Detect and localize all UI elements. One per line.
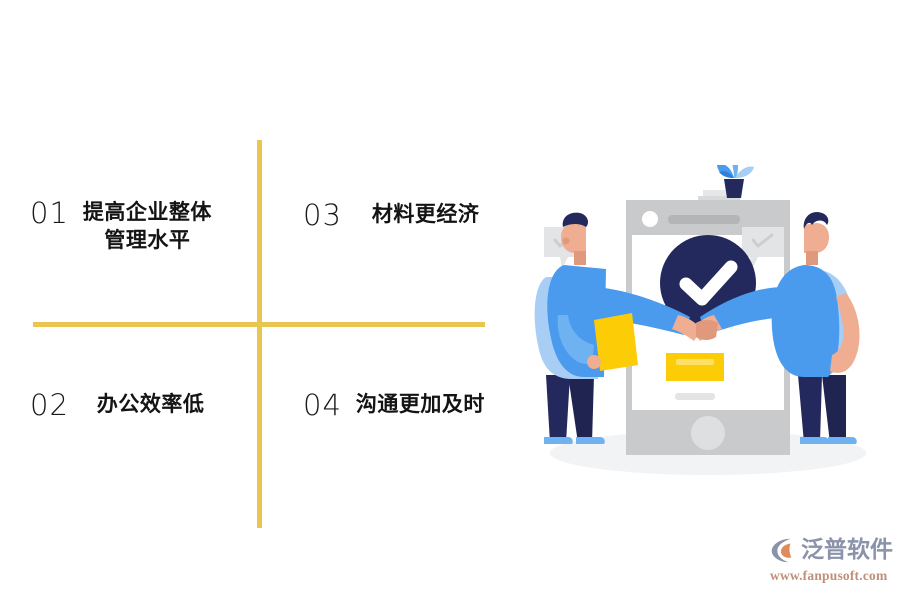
phone-speaker: [668, 215, 740, 224]
person-right-shirt: [771, 265, 840, 377]
plant-leaf-left-inner: [719, 171, 734, 178]
quadrant-label-01-line1: 提高企业整体: [82, 200, 212, 224]
quadrant-label-01: 提高企业整体 管理水平: [83, 198, 212, 255]
person-right-shoe-front: [800, 437, 829, 444]
watermark-top-row: 泛普软件: [768, 534, 893, 566]
quadrant-item-02: 02 办公效率低: [30, 388, 205, 422]
quadrant-label-01-line2: 管理水平: [104, 228, 191, 253]
person-right-leg-back: [822, 375, 846, 443]
plant-pot: [724, 179, 744, 198]
divider-vertical: [257, 140, 262, 528]
yellow-card: [666, 353, 724, 381]
yellow-folder: [594, 313, 638, 371]
quadrant-number-03: 03: [303, 198, 342, 232]
plant-leaf-center: [732, 165, 739, 178]
checkmark-icon: [679, 260, 738, 306]
person-right-neck: [806, 251, 818, 265]
handshake-grip: [696, 320, 718, 340]
person-left-leg-back: [568, 375, 594, 443]
person-left-shoe-front: [544, 437, 573, 444]
book-top: [703, 190, 737, 196]
person-left-ear: [562, 237, 570, 245]
phone-home-button: [691, 416, 725, 450]
book-bottom: [698, 196, 740, 202]
plant-leaf-right-outer: [735, 166, 754, 178]
quadrant-number-04: 04: [303, 388, 342, 422]
person-left-shoe-back: [576, 437, 605, 444]
person-right-shoe-back: [828, 437, 857, 444]
quadrant-label-03: 材料更经济: [371, 202, 480, 226]
fanpu-logo-icon: [768, 535, 798, 565]
person-left-neck: [574, 251, 586, 265]
watermark-brand: 泛普软件: [801, 536, 893, 563]
person-left-head: [561, 223, 586, 253]
person-right-arm: [700, 287, 792, 335]
quadrant-label-04: 沟通更加及时: [355, 392, 485, 416]
watermark: 泛普软件 www.fanpusoft.com: [768, 534, 893, 590]
person-right-arm-hip: [830, 293, 860, 373]
person-right: [692, 211, 860, 444]
person-right-leg-front: [798, 375, 822, 443]
screen-gray-line: [675, 393, 715, 400]
person-left: [534, 212, 702, 444]
quadrant-number-01: 01: [30, 196, 69, 230]
person-left-arm: [572, 286, 690, 335]
person-left-leg-front: [546, 375, 570, 443]
quadrant-label-02: 办公效率低: [96, 392, 205, 416]
phone-camera: [642, 211, 658, 227]
watermark-url: www.fanpusoft.com: [770, 568, 888, 583]
quadrant-number-02: 02: [30, 388, 69, 422]
person-right-hair: [803, 211, 829, 229]
handshake-agreement-illustration: [528, 165, 888, 485]
person-left-hand: [672, 315, 702, 341]
person-left-hand-lower: [587, 355, 601, 369]
yellow-card-line: [676, 359, 714, 365]
person-left-arm-lower: [557, 315, 594, 365]
person-right-head: [804, 223, 829, 253]
quadrant-item-01: 01 提高企业整体 管理水平: [30, 196, 212, 255]
quadrant-item-04: 04 沟通更加及时: [303, 388, 485, 422]
quadrant-item-03: 03 材料更经济: [303, 198, 480, 232]
person-left-hair: [562, 212, 588, 227]
